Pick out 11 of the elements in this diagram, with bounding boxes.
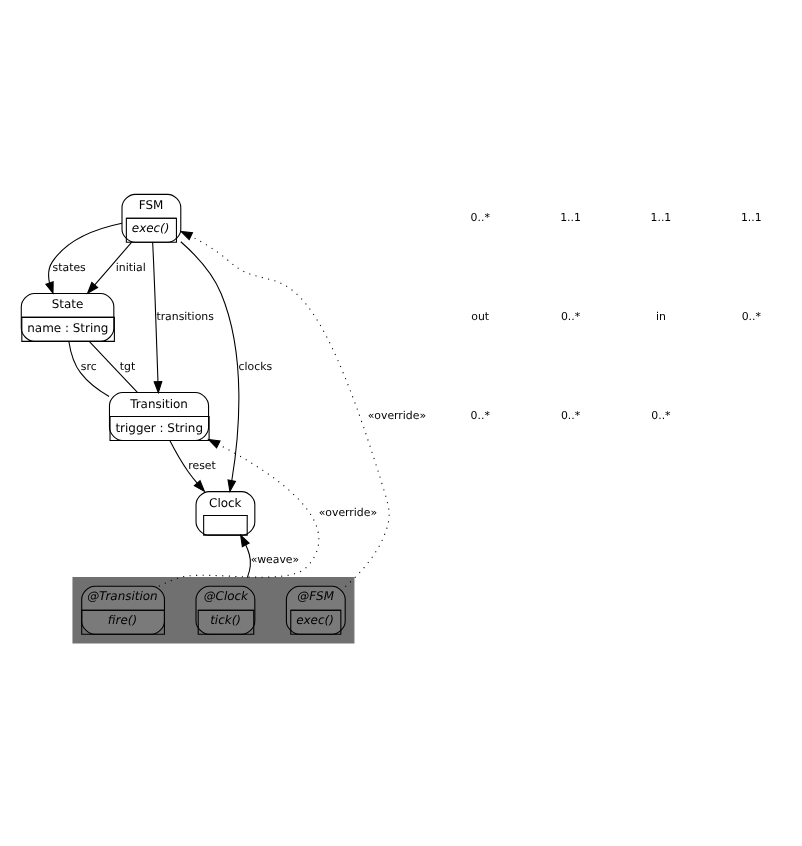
arrow [180,241,240,493]
arrow [239,533,251,579]
arrow [86,241,133,295]
cluster [72,577,355,644]
arrow [45,222,123,295]
arrow [169,440,206,493]
arrow [152,241,163,395]
connector [88,340,138,393]
connector [68,340,110,397]
arrow [158,438,320,587]
arrow [179,230,390,588]
